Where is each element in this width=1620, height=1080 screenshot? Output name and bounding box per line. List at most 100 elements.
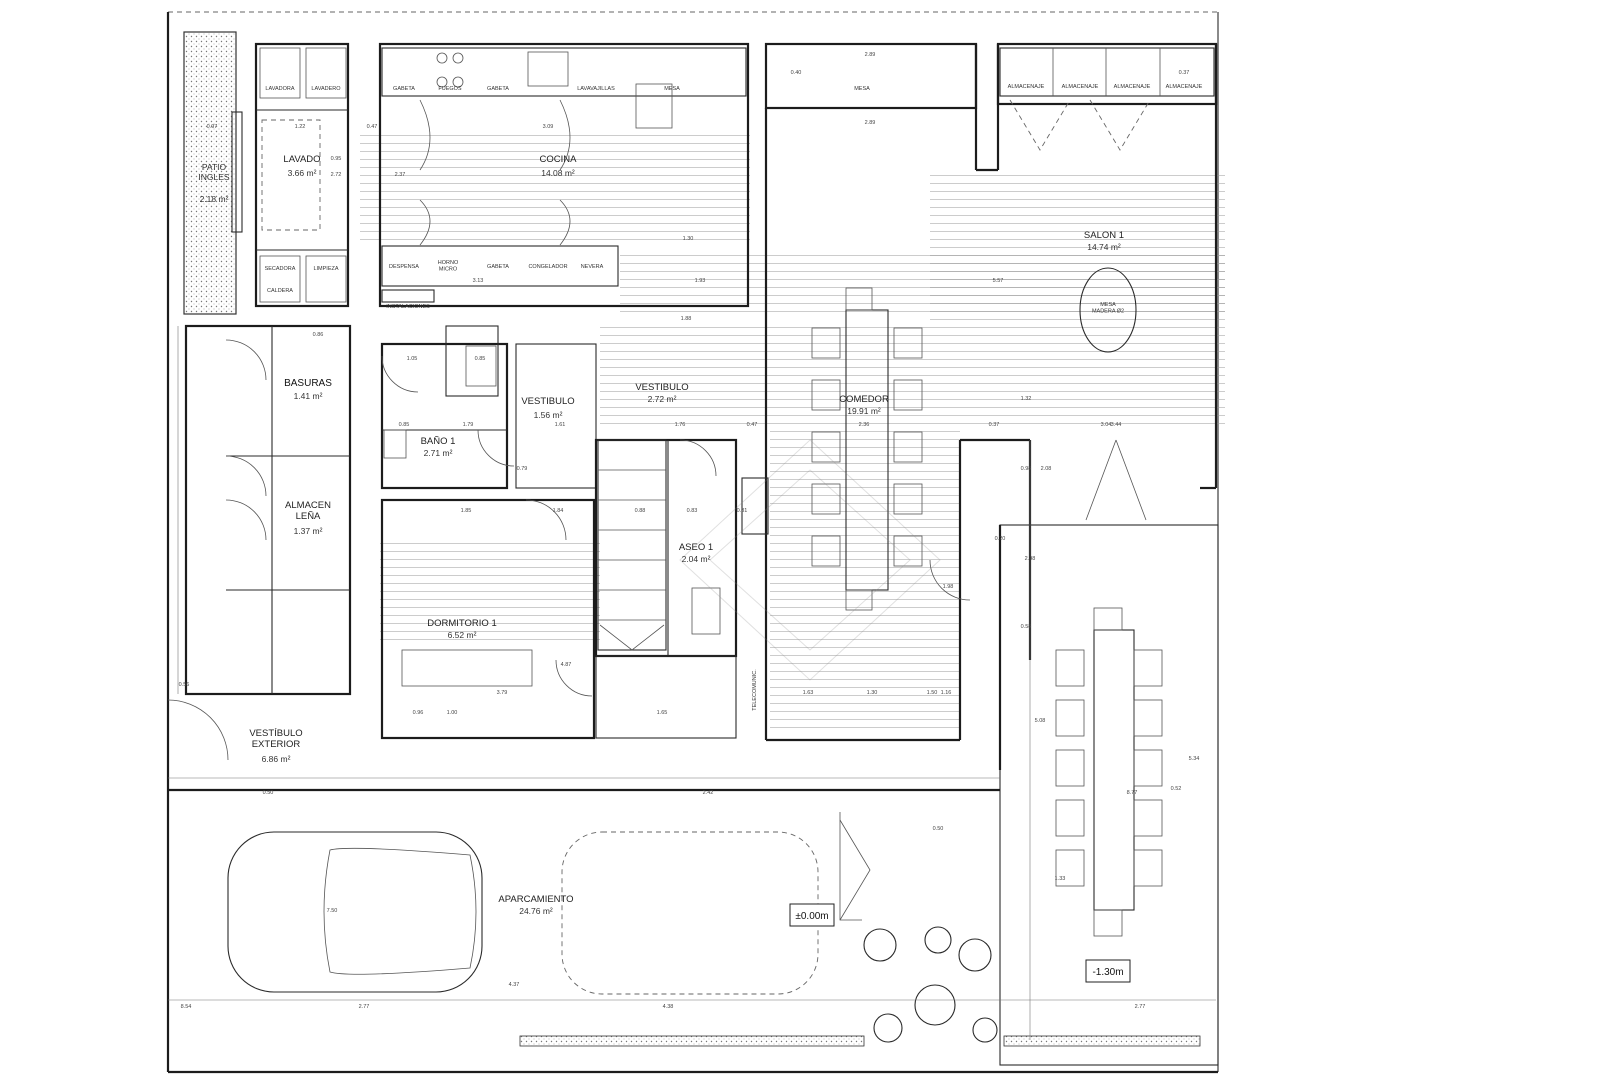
comedor-label: COMEDOR	[839, 394, 889, 405]
lower-level: -1.30m	[1092, 967, 1123, 978]
dimension-label: 0.79	[517, 466, 528, 472]
salon-area: 14.74 m²	[1087, 242, 1121, 252]
salon-storage	[999, 47, 1215, 151]
fuegos-label: FUEGOS	[438, 86, 462, 92]
dimension-label: 0.98	[1021, 466, 1032, 472]
terrace-table	[1055, 607, 1163, 937]
dimension-label: 0.56	[179, 682, 190, 688]
lavado-area: 3.66 m²	[288, 168, 317, 178]
aseo-label: ASEO 1	[679, 542, 713, 553]
dimension-label: 4.37	[509, 982, 520, 988]
dimension-label: 5.34	[1189, 756, 1200, 762]
dimension-label: 0.37	[989, 422, 1000, 428]
lavadora-label: LAVADORA	[265, 86, 294, 92]
dimension-label: 4.38	[663, 1004, 674, 1010]
dimension-label: 1.98	[943, 584, 954, 590]
vestibulo-main-label: VESTIBULO	[635, 382, 688, 393]
dimension-label: 0.50	[263, 790, 274, 796]
watermark-logo	[679, 439, 941, 681]
dimension-label: 3.79	[497, 690, 508, 696]
almacenaje3-label: ALMACENAJE	[1114, 84, 1151, 90]
mesa-comedor-label: MESA	[854, 86, 870, 92]
dimension-label: 0.86	[313, 332, 324, 338]
telecomunic-label: TELECOMUNIC.	[752, 669, 758, 711]
dimension-label: 1.84	[553, 508, 564, 514]
dimension-label: 8.77	[1127, 790, 1138, 796]
dimension-label: 0.37	[1179, 70, 1190, 76]
gabeta3-label: GABETA	[487, 264, 509, 270]
dimension-label: 1.22	[295, 124, 306, 130]
walls	[184, 42, 1219, 1066]
dimension-label: 2.08	[1041, 466, 1052, 472]
caldera-label: CALDERA	[267, 288, 293, 294]
fixture-labels: LAVADORA LAVADERO SECADORA LIMPIEZA CALD…	[265, 84, 1203, 711]
shrubs	[863, 926, 998, 1043]
basuras-label: BASURAS	[284, 378, 332, 389]
dimension-label: 3.44	[1111, 422, 1122, 428]
dimension-label: 2.72	[331, 172, 342, 178]
patio-ingles-hatch	[183, 31, 237, 315]
dimension-label: 1.33	[1055, 876, 1066, 882]
dimension-label: 1.61	[555, 422, 566, 428]
bano-area: 2.71 m²	[424, 448, 453, 458]
dimension-label: 1.00	[447, 710, 458, 716]
dimension-label: 1.79	[463, 422, 474, 428]
dimension-label: 5.08	[1035, 718, 1046, 724]
cocina-label: COCINA	[540, 154, 578, 165]
stair	[597, 439, 667, 651]
dimension-label: 0.47	[367, 124, 378, 130]
dimension-label: 5.57	[993, 278, 1004, 284]
lavadero-label: LAVADERO	[311, 86, 341, 92]
dimension-label: 3.09	[543, 124, 554, 130]
almacenaje2-label: ALMACENAJE	[1062, 84, 1099, 90]
despensa-label: DESPENSA	[389, 264, 419, 270]
dimension-label: 1.65	[657, 710, 668, 716]
cocina-area: 14.08 m²	[541, 168, 575, 178]
dimension-label: 2.36	[859, 422, 870, 428]
dimension-label: 3.04	[1101, 422, 1112, 428]
dining-table	[811, 287, 923, 611]
gabeta2-label: GABETA	[487, 86, 509, 92]
dimension-label: 2.37	[395, 172, 406, 178]
vestibulo-ext-area: 6.86 m²	[262, 754, 291, 764]
dimension-label: 1.88	[681, 316, 692, 322]
dimension-label: 1.16	[941, 690, 952, 696]
vestibulo-small-label: VESTIBULO	[521, 396, 574, 407]
comedor-area: 19.91 m²	[847, 406, 881, 416]
dimension-label: 7.50	[327, 908, 338, 914]
dormitorio-label: DORMITORIO 1	[427, 618, 497, 629]
bano-label: BAÑO 1	[421, 436, 456, 447]
dimension-label: 2.77	[1135, 1004, 1146, 1010]
dimension-label: 2.89	[865, 120, 876, 126]
dimension-label: 2.42	[703, 790, 714, 796]
level-markers: ±0.00m -1.30m	[789, 903, 1131, 983]
bath-fixtures	[383, 325, 769, 687]
instalaciones-label: INSTALACIONES	[386, 304, 430, 310]
basuras-area: 1.41 m²	[294, 391, 323, 401]
almacenaje4-label: ALMACENAJE	[1166, 84, 1203, 90]
nevera-label: NEVERA	[581, 264, 604, 270]
dimension-label: 1.76	[675, 422, 686, 428]
dimension-label: 1.50	[927, 690, 938, 696]
dimension-label: 2.98	[1025, 556, 1036, 562]
kitchen-counters	[381, 47, 747, 303]
lavavajillas-label: LAVAVAJILLAS	[577, 86, 615, 92]
dimension-label: 4.87	[561, 662, 572, 668]
vestibulo-small-area: 1.56 m²	[534, 410, 563, 420]
salon-label: SALON 1	[1084, 230, 1124, 241]
aparcamiento-label: APARCAMIENTO	[498, 894, 573, 905]
dimension-label: 0.20	[995, 536, 1006, 542]
dimension-label: 0.31	[737, 508, 748, 514]
round-table	[1079, 267, 1137, 353]
dimension-label: 0.95	[331, 156, 342, 162]
dimension-label: 1.32	[1021, 396, 1032, 402]
limpieza-label: LIMPIEZA	[313, 266, 338, 272]
dimension-label: 1.30	[683, 236, 694, 242]
almacen-area: 1.37 m²	[294, 526, 323, 536]
dimension-label: 3.13	[473, 278, 484, 284]
